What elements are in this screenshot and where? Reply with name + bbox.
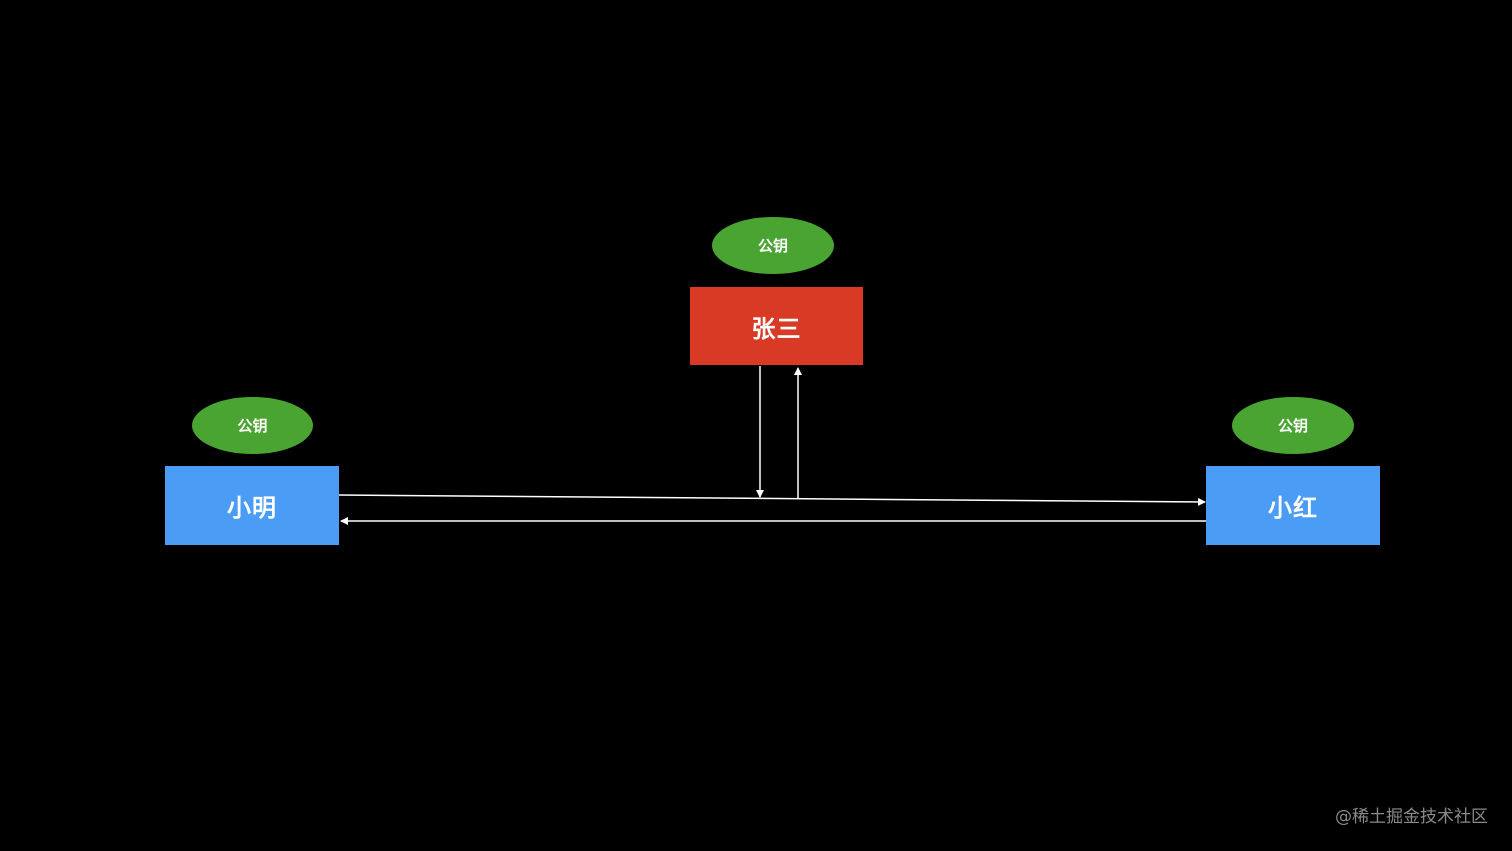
xiaohong-label: 小红 bbox=[1268, 494, 1318, 522]
xiaohong-public-key-ellipse: 公钥 bbox=[1232, 397, 1354, 454]
xiaoming-public-key-ellipse: 公钥 bbox=[192, 397, 313, 454]
xiaoming-node: 小明 bbox=[165, 466, 339, 545]
zhangsan-label: 张三 bbox=[751, 314, 802, 343]
xiaohong-node: 小红 bbox=[1206, 466, 1380, 545]
arrow-xiaoming-to-xiaohong bbox=[338, 494, 1206, 506]
zhangsan-public-key-label: 公钥 bbox=[757, 237, 788, 255]
zhangsan-node: 张三 bbox=[690, 287, 863, 365]
xiaohong-public-key-label: 公钥 bbox=[1277, 417, 1308, 435]
zhangsan-public-key-ellipse: 公钥 bbox=[712, 217, 834, 274]
watermark-text: @稀土掘金技术社区 bbox=[1335, 807, 1488, 827]
xiaoming-public-key-label: 公钥 bbox=[237, 417, 268, 435]
xiaoming-label: 小明 bbox=[227, 494, 277, 522]
